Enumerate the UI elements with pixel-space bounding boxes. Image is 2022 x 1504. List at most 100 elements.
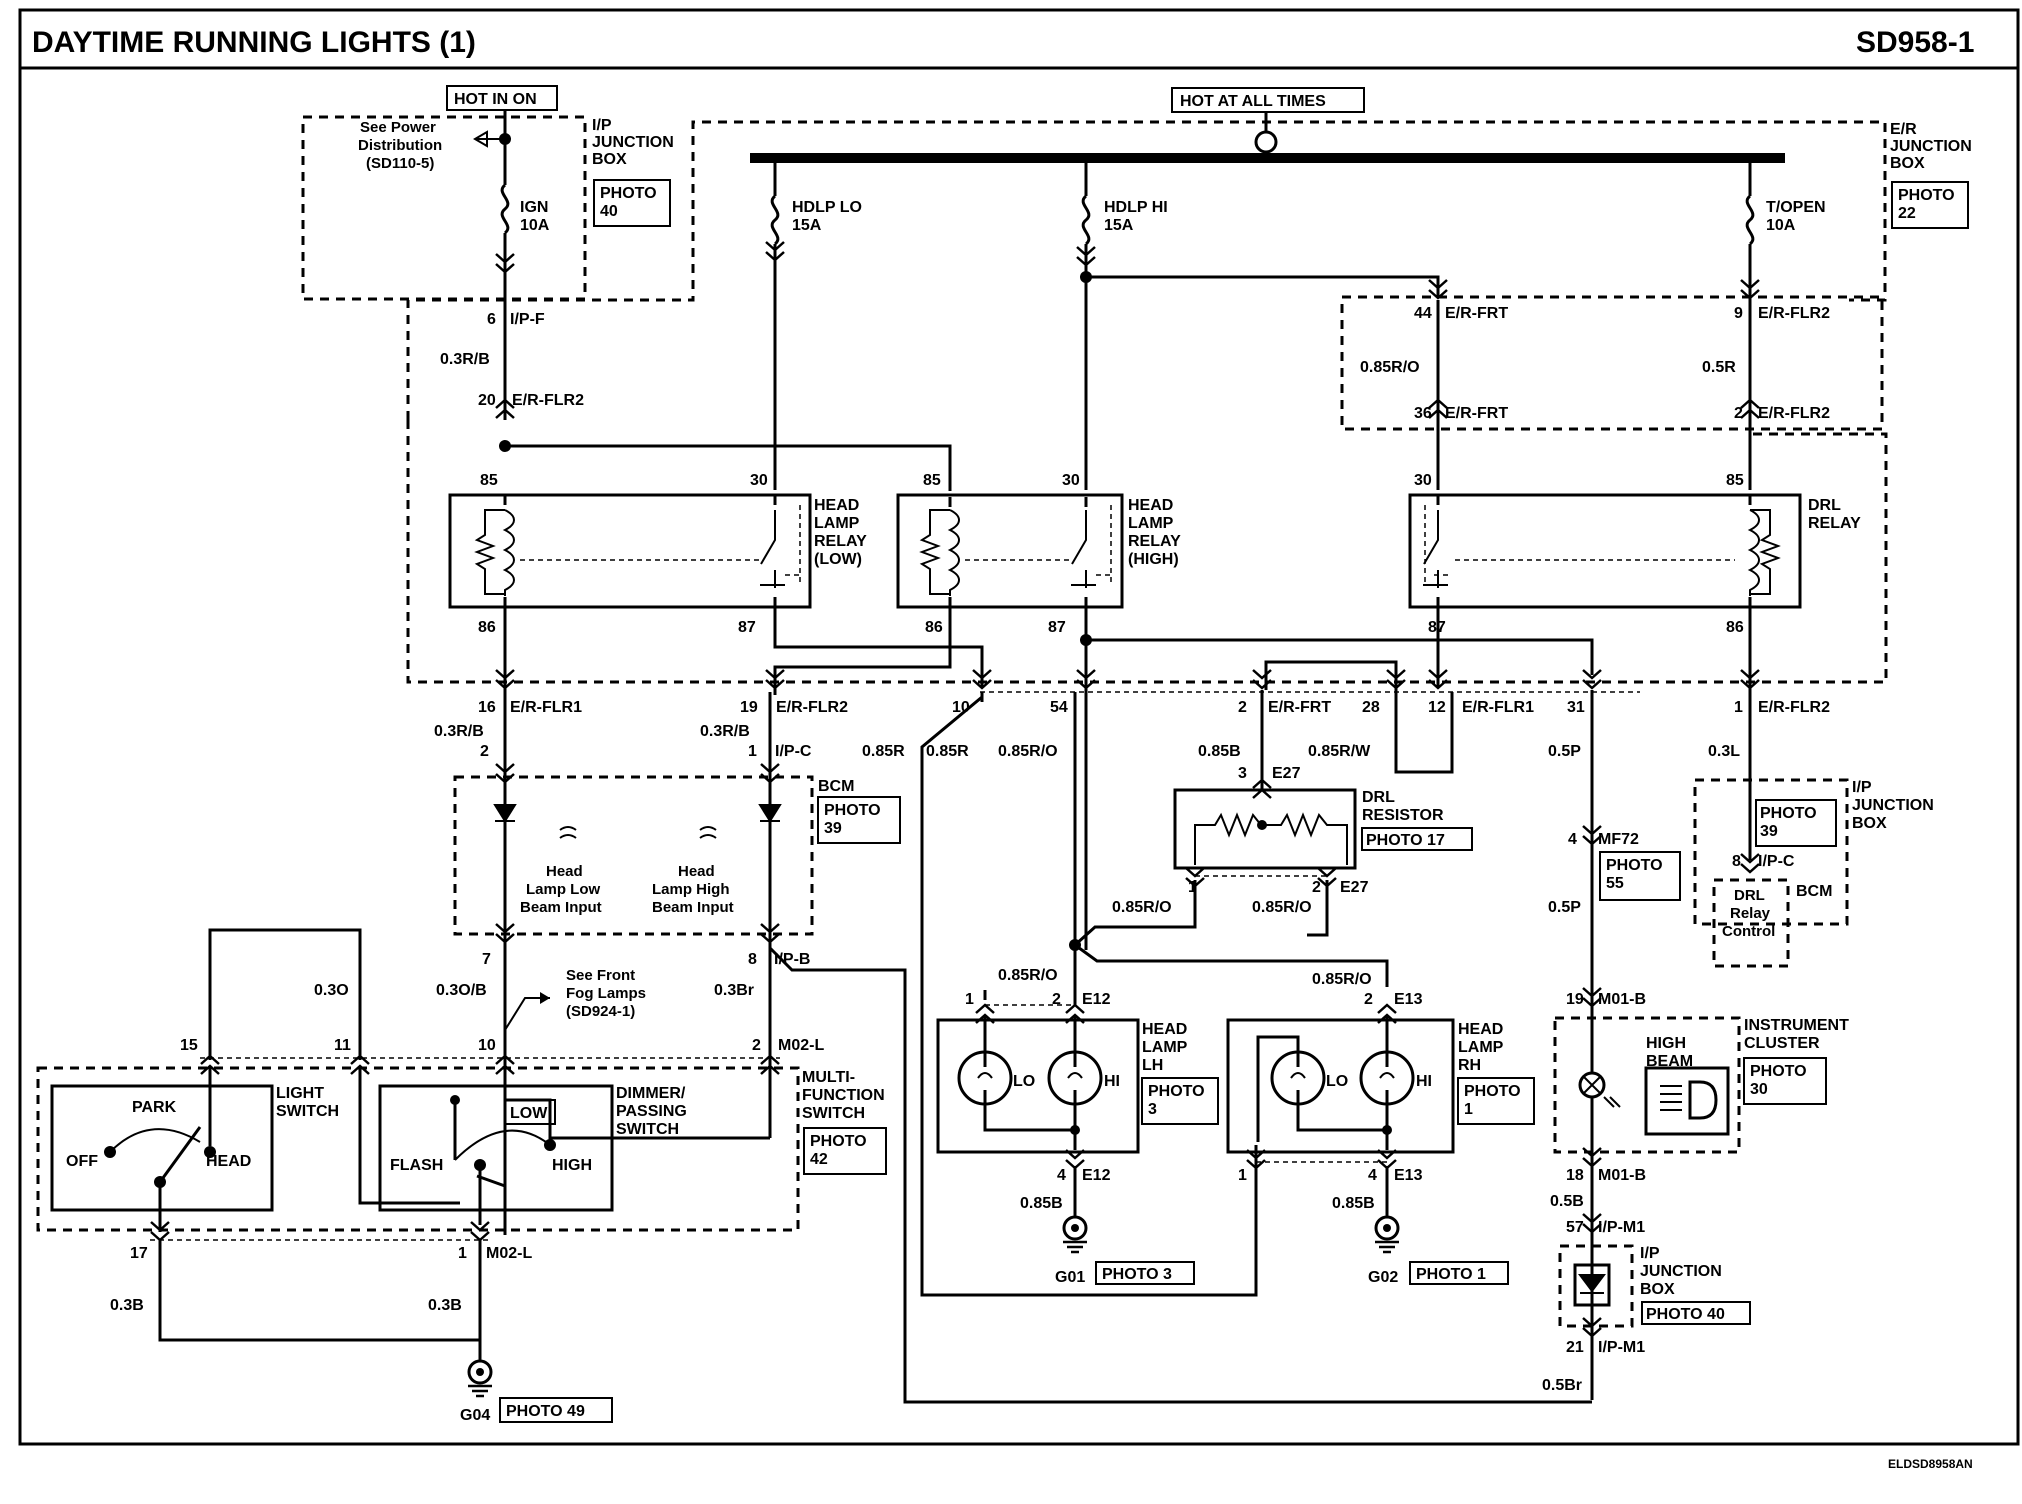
diagram-label: LO (1013, 1073, 1035, 1090)
diagram-label: 21 (1566, 1339, 1584, 1356)
diagram-label: 1 (458, 1245, 467, 1262)
diagram-label: RELAY (1128, 533, 1181, 550)
diagram-label: 1 (1238, 1167, 1247, 1184)
diagram-label: PHOTO (1464, 1083, 1521, 1100)
diagram-label: 28 (1362, 699, 1380, 716)
diagram-label: (LOW) (814, 551, 862, 568)
diagram-label: 4 (1057, 1167, 1066, 1184)
light-switch (50, 1084, 274, 1212)
diagram-label: PHOTO (1750, 1063, 1807, 1080)
diagram-label: 4 (1368, 1167, 1377, 1184)
diagram-label: 0.5B (1550, 1193, 1584, 1210)
multi-function-switch (36, 1066, 800, 1232)
diagram-label: E/R-FRT (1445, 305, 1508, 322)
diagram-label: RESISTOR (1362, 807, 1444, 824)
diagram-label: BOX (1890, 155, 1925, 172)
diagram-label: 10A (520, 217, 550, 234)
diagram-label: 2 (752, 1037, 761, 1054)
diagram-label: E/R-FLR1 (1462, 699, 1534, 716)
diagram-label: 0.85R/W (1308, 743, 1371, 760)
head-lamp-rh (1226, 1018, 1455, 1154)
diagram-label: M02-L (486, 1245, 532, 1262)
diagram-label: G01 (1055, 1269, 1085, 1286)
diagram-label: DRL (1808, 497, 1841, 514)
diagram-label: E/R-FLR1 (510, 699, 582, 716)
diagram-label: 0.85B (1020, 1195, 1063, 1212)
diagram-label: PHOTO (810, 1133, 867, 1150)
diagram-label: RELAY (814, 533, 867, 550)
hot-at-all-times-label: HOT AT ALL TIMES (1180, 93, 1326, 110)
diagram-label: 0.3R/B (434, 723, 484, 740)
diagram-label: PHOTO (1760, 805, 1817, 822)
diagram-label: 0.3L (1708, 743, 1740, 760)
diagram-label: LAMP (1128, 515, 1174, 532)
er-junction-box-label: E/R JUNCTION BOX (1890, 121, 1972, 172)
diagram-label: M01-B (1598, 991, 1646, 1008)
diagram-label: I/P (592, 117, 612, 134)
diagram-title: DAYTIME RUNNING LIGHTS (1) (32, 26, 476, 59)
diagram-label: 0.85R/O (1252, 899, 1312, 916)
diagram-label: 0.3O/B (436, 982, 487, 999)
hot-in-on-label: HOT IN ON (454, 91, 537, 108)
diagram-label: 30 (1750, 1081, 1768, 1098)
diagram-label: 9 (1734, 305, 1743, 322)
diagram-label: 0.85R/O (1360, 359, 1420, 376)
diagram-label: 18 (1566, 1167, 1584, 1184)
diagram-label: 30 (1414, 472, 1432, 489)
diagram-label: JUNCTION (1640, 1263, 1722, 1280)
diagram-label: JUNCTION (1852, 797, 1934, 814)
diagram-label: BOX (592, 151, 627, 168)
diagram-label: IGN (520, 199, 548, 216)
diagram-label: 6 (487, 311, 496, 328)
diagram-label: E/R-FLR2 (1758, 305, 1830, 322)
diagram-label: BOX (1852, 815, 1887, 832)
diagram-label: Head (546, 863, 583, 880)
diagram-label: 36 (1414, 405, 1432, 422)
instrument-cluster (1553, 1016, 1741, 1154)
diagram-label: PHOTO (1606, 857, 1663, 874)
diagram-label: Beam Input (652, 899, 734, 916)
high-beam-icon (1644, 1066, 1730, 1136)
diagram-label: LO (1326, 1073, 1348, 1090)
diagram-label: I/P-F (510, 311, 545, 328)
diagram-label: HEAD (1128, 497, 1173, 514)
diagram-label: 30 (750, 472, 768, 489)
ip-junction-box-right (1693, 778, 1849, 926)
diagram-label: I/P-M1 (1598, 1339, 1645, 1356)
drl-resistor (1173, 788, 1357, 870)
diagram-label: 0.3O (314, 982, 349, 999)
diagram-label: Control (1722, 923, 1775, 940)
diagram-label: G04 (460, 1407, 490, 1424)
diagram-label: 87 (738, 619, 756, 636)
diagram-label: 86 (1726, 619, 1744, 636)
diagram-label: I/P (1852, 779, 1872, 796)
head-lamp-lh (936, 1018, 1140, 1154)
diagram-label: DIMMER/ (616, 1085, 686, 1102)
ip-jb-top-photo: PHOTO (600, 185, 657, 202)
diagram-label: Lamp Low (526, 881, 600, 898)
diagram-label: PHOTO (1898, 187, 1955, 204)
diagram-label: 3 (1148, 1101, 1157, 1118)
diagram-label: MULTI- (802, 1069, 855, 1086)
diagram-label: 1 (1188, 879, 1197, 896)
diagram-label: 3 (1238, 765, 1247, 782)
diagram-label: HI (1104, 1073, 1120, 1090)
diagram-label: E27 (1340, 879, 1369, 896)
diagram-label: 0.3Br (714, 982, 754, 999)
footer-code: ELDSD8958AN (1888, 1457, 1973, 1471)
diagram-label: PHOTO (824, 802, 881, 819)
diagram-label: 31 (1567, 699, 1585, 716)
diagram-label: 0.85R/O (1112, 899, 1172, 916)
diagram-label: MF72 (1598, 831, 1639, 848)
diagram-label: 0.3R/B (700, 723, 750, 740)
diagram-label: 10A (1766, 217, 1796, 234)
diagram-label: PHOTO 17 (1366, 832, 1445, 849)
diagram-label: 0.5R (1702, 359, 1736, 376)
diagram-label: PHOTO 49 (506, 1403, 585, 1420)
diagram-label: 40 (600, 203, 618, 220)
diagram-label: RH (1458, 1057, 1481, 1074)
diagram-label: E/R-FLR2 (776, 699, 848, 716)
diagram-label: JUNCTION (1890, 138, 1972, 155)
diagram-frame (18, 8, 2020, 1446)
diagram-label: SWITCH (616, 1121, 679, 1138)
